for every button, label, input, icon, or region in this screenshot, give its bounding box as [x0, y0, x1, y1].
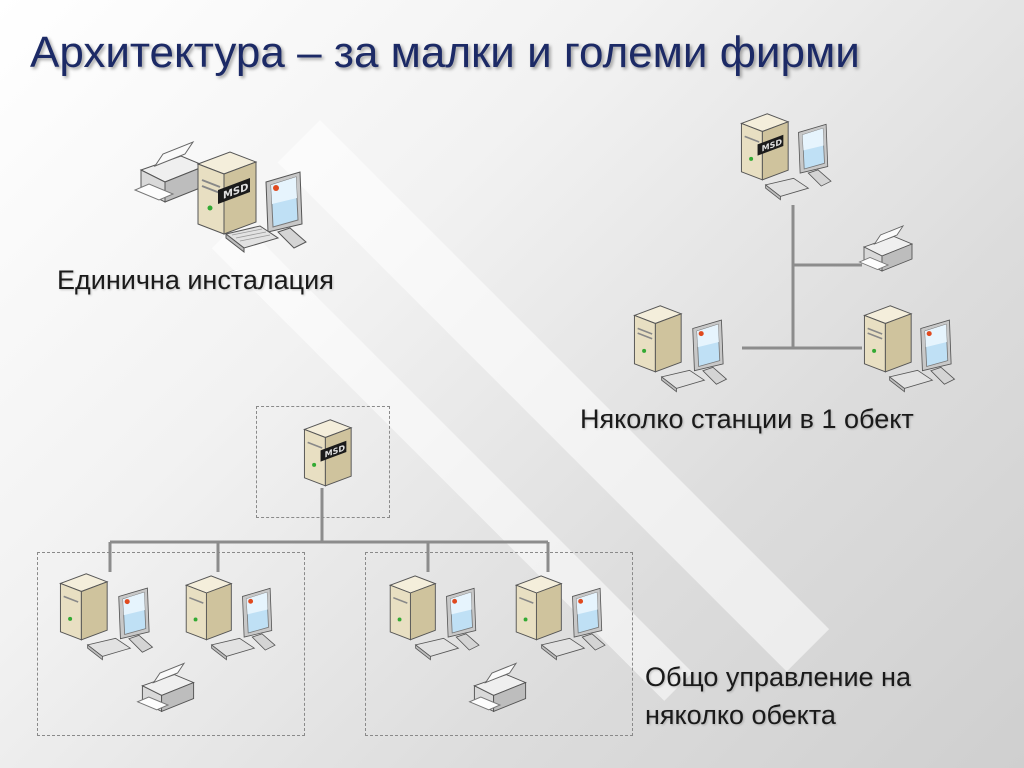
central-management-label-line2: няколко обекта	[645, 700, 836, 730]
keyboard-icon	[660, 369, 706, 393]
server-icon	[59, 573, 109, 641]
central-management-label-line1: Общо управление на	[645, 662, 911, 692]
monitor-icon	[798, 123, 832, 187]
keyboard-icon	[86, 637, 132, 661]
keyboard-icon	[540, 637, 586, 661]
single-install-label: Единична инсталация	[57, 265, 334, 295]
monitor-icon	[265, 171, 307, 249]
printer-icon	[468, 662, 527, 713]
server-icon	[184, 575, 233, 641]
server-icon: MSD	[740, 113, 790, 181]
keyboard-icon	[414, 637, 460, 661]
central-server-group	[256, 406, 390, 518]
monitor-icon	[692, 319, 728, 385]
server-icon	[633, 305, 683, 373]
server-icon	[388, 575, 437, 641]
keyboard-icon	[224, 225, 280, 254]
monitor-icon	[920, 319, 956, 385]
server-icon: MSD	[196, 151, 258, 235]
server-icon: MSD	[303, 419, 353, 487]
printer-icon	[136, 662, 195, 713]
monitor-icon	[446, 587, 480, 651]
multi-station-label: Няколко станции в 1 обект	[580, 404, 914, 434]
server-icon	[863, 305, 913, 373]
site-group-right	[365, 552, 633, 736]
page-title: Архитектура – за малки и големи фирми	[30, 28, 860, 77]
site-group-left	[37, 552, 305, 736]
server-icon	[514, 575, 563, 641]
monitor-icon	[572, 587, 606, 651]
monitor-icon	[242, 587, 276, 651]
keyboard-icon	[764, 177, 810, 201]
printer-icon	[858, 225, 914, 272]
keyboard-icon	[888, 369, 934, 393]
monitor-icon	[118, 587, 154, 653]
keyboard-icon	[210, 637, 256, 661]
